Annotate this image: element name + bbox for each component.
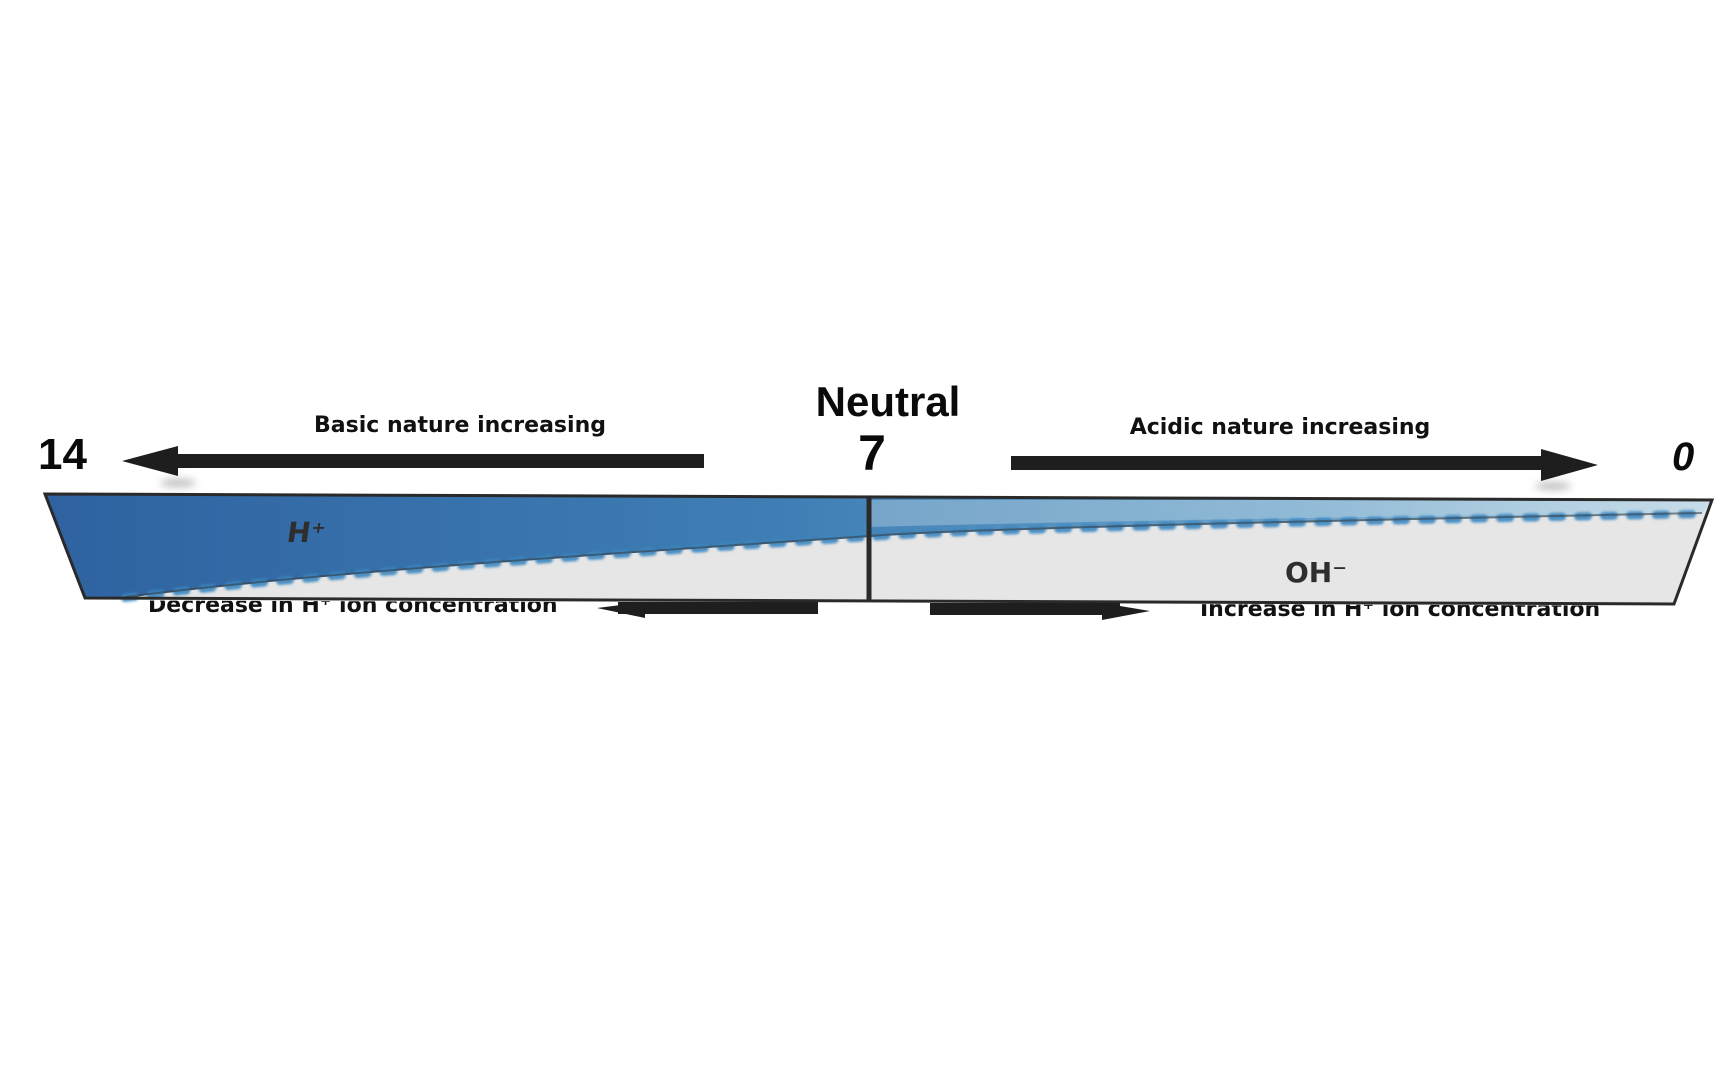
oh-ion-label: OH⁻ — [1285, 556, 1347, 589]
acidic-nature-label: Acidic nature increasing — [1130, 415, 1431, 440]
h-ion-label: H⁺ — [285, 516, 328, 549]
ph-bar-outline — [42, 492, 1715, 606]
decrease-label: Decrease in H⁺ ion concentration — [148, 593, 558, 618]
ph-0-label: 0 — [1672, 435, 1694, 479]
increase-label: Increase in H⁺ ion concentration — [1200, 597, 1600, 622]
bottom-labels: Decrease in H⁺ ion concentration Increas… — [148, 593, 1600, 622]
arrow-shadow-left — [160, 479, 196, 487]
ph-7-label: 7 — [858, 425, 886, 481]
decrease-arrow — [597, 602, 818, 618]
ph-14-label: 14 — [38, 430, 87, 479]
acidic-arrow — [1011, 449, 1598, 481]
increase-arrow — [930, 603, 1150, 620]
basic-arrow — [122, 446, 704, 476]
arrow-shadow-right — [1535, 482, 1571, 490]
neutral-label: Neutral — [816, 378, 961, 425]
basic-nature-label: Basic nature increasing — [314, 413, 606, 438]
